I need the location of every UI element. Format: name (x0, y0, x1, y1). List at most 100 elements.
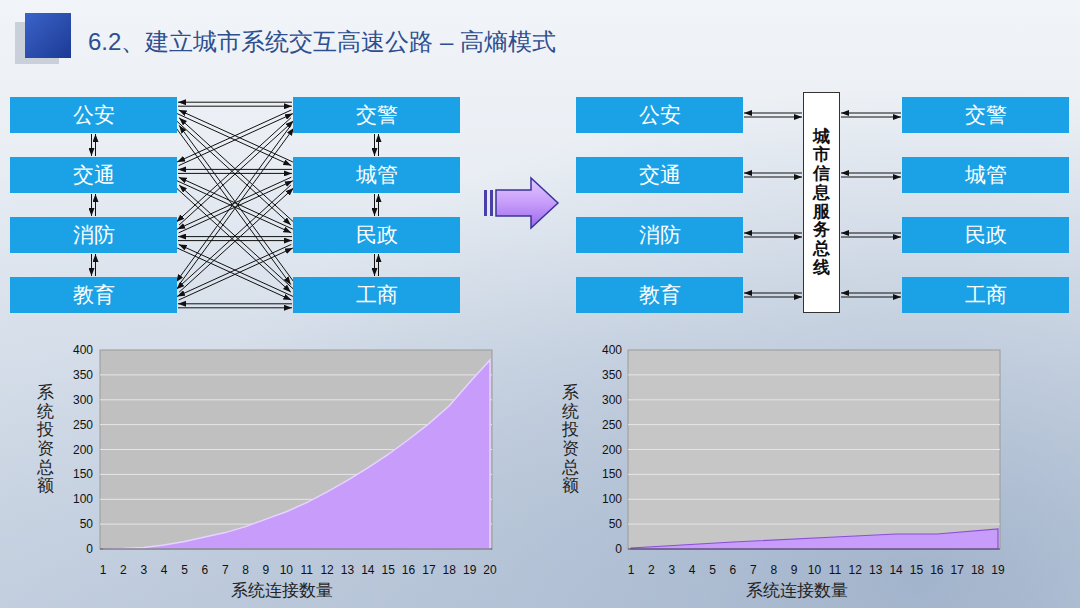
tick-label: 18 (443, 563, 456, 577)
connector-line (177, 181, 291, 233)
tick-label: 10 (280, 563, 293, 577)
tick-label: 9 (791, 563, 798, 577)
tick-label: 100 (73, 492, 93, 506)
tick-label: 400 (602, 343, 622, 357)
box-label: 城管 (356, 161, 398, 189)
connector (841, 173, 901, 177)
tick-label: 1 (100, 563, 107, 577)
connector-line (179, 248, 293, 300)
tick-label: 0 (86, 542, 93, 556)
box-label: 民政 (356, 221, 398, 249)
connector-line (179, 177, 293, 229)
system-box: 民政 (293, 217, 460, 253)
connector-line (744, 293, 802, 294)
connector-line (841, 117, 901, 118)
tick-label: 11 (829, 563, 841, 577)
tick-label: 250 (602, 418, 622, 432)
connector (375, 194, 379, 216)
system-box: 公安 (10, 97, 177, 133)
system-box: 教育 (576, 277, 743, 313)
tick-label: 350 (73, 368, 93, 382)
connector (841, 113, 901, 117)
tick-label: 14 (361, 563, 374, 577)
tick-label: 12 (320, 563, 333, 577)
bus-box: 城市信息服务总线 (803, 92, 840, 313)
connector-line (744, 177, 802, 178)
tick-label: 18 (971, 563, 984, 577)
connector-line (378, 134, 379, 156)
tick-label: 15 (382, 563, 395, 577)
tick-label: 200 (602, 443, 622, 457)
connector-line (744, 297, 802, 298)
connector-line (178, 307, 292, 308)
connector-line (841, 173, 901, 174)
box-label: 消防 (639, 221, 681, 249)
connector-line (178, 303, 292, 304)
tick-label: 16 (930, 563, 943, 577)
connector-line (744, 237, 802, 238)
connector-line (91, 254, 92, 276)
tick-label: 300 (73, 393, 93, 407)
connector (176, 125, 294, 284)
tick-label: 100 (602, 492, 622, 506)
system-box: 交警 (293, 97, 460, 133)
connector-line (179, 114, 293, 166)
connector-line (176, 185, 291, 289)
tick-label: 350 (602, 368, 622, 382)
box-label: 工商 (356, 281, 398, 309)
box-label: 公安 (73, 101, 115, 129)
system-box: 教育 (10, 277, 177, 313)
box-label: 交通 (73, 161, 115, 189)
tick-label: 17 (951, 563, 964, 577)
connector-line (178, 102, 292, 103)
box-label: 交通 (639, 161, 681, 189)
connector (744, 113, 802, 117)
system-box: 消防 (10, 217, 177, 253)
tick-label: 50 (80, 517, 93, 531)
connector-line (177, 114, 291, 166)
box-label: 教育 (639, 281, 681, 309)
connector-line (374, 134, 375, 156)
connector (178, 169, 292, 173)
connector-line (744, 173, 802, 174)
connector (178, 237, 292, 241)
system-box: 工商 (293, 277, 460, 313)
connector-line (95, 254, 96, 276)
connector (744, 233, 802, 237)
connector (178, 102, 292, 106)
tick-label: 6 (730, 563, 737, 577)
box-label: 公安 (639, 101, 681, 129)
connector-line (374, 254, 375, 276)
tick-label: 1 (628, 563, 635, 577)
connector-line (744, 113, 802, 114)
box-label: 交警 (356, 101, 398, 129)
connector-line (841, 237, 901, 238)
box-label: 交警 (965, 101, 1007, 129)
connector (375, 254, 379, 276)
right-chart (628, 350, 1000, 549)
tick-label: 10 (808, 563, 821, 577)
box-label: 民政 (965, 221, 1007, 249)
connector-line (91, 134, 92, 156)
system-box: 城管 (293, 157, 460, 193)
tick-label: 5 (709, 563, 716, 577)
tick-label: 8 (242, 563, 249, 577)
tick-label: 7 (750, 563, 757, 577)
connector-line (179, 121, 294, 225)
connector-line (91, 194, 92, 216)
connector (375, 134, 379, 156)
connector-line (179, 244, 293, 296)
tick-label: 16 (402, 563, 415, 577)
tick-label: 0 (615, 542, 622, 556)
tick-label: 13 (869, 563, 882, 577)
tick-label: 250 (73, 418, 93, 432)
connector-line (378, 194, 379, 216)
connector (744, 293, 802, 297)
tick-label: 300 (602, 393, 622, 407)
tick-label: 4 (689, 563, 696, 577)
connector-line (178, 106, 292, 107)
tick-label: 50 (609, 517, 622, 531)
connector-line (841, 233, 901, 234)
tick-label: 150 (73, 467, 93, 481)
connector (178, 304, 292, 308)
